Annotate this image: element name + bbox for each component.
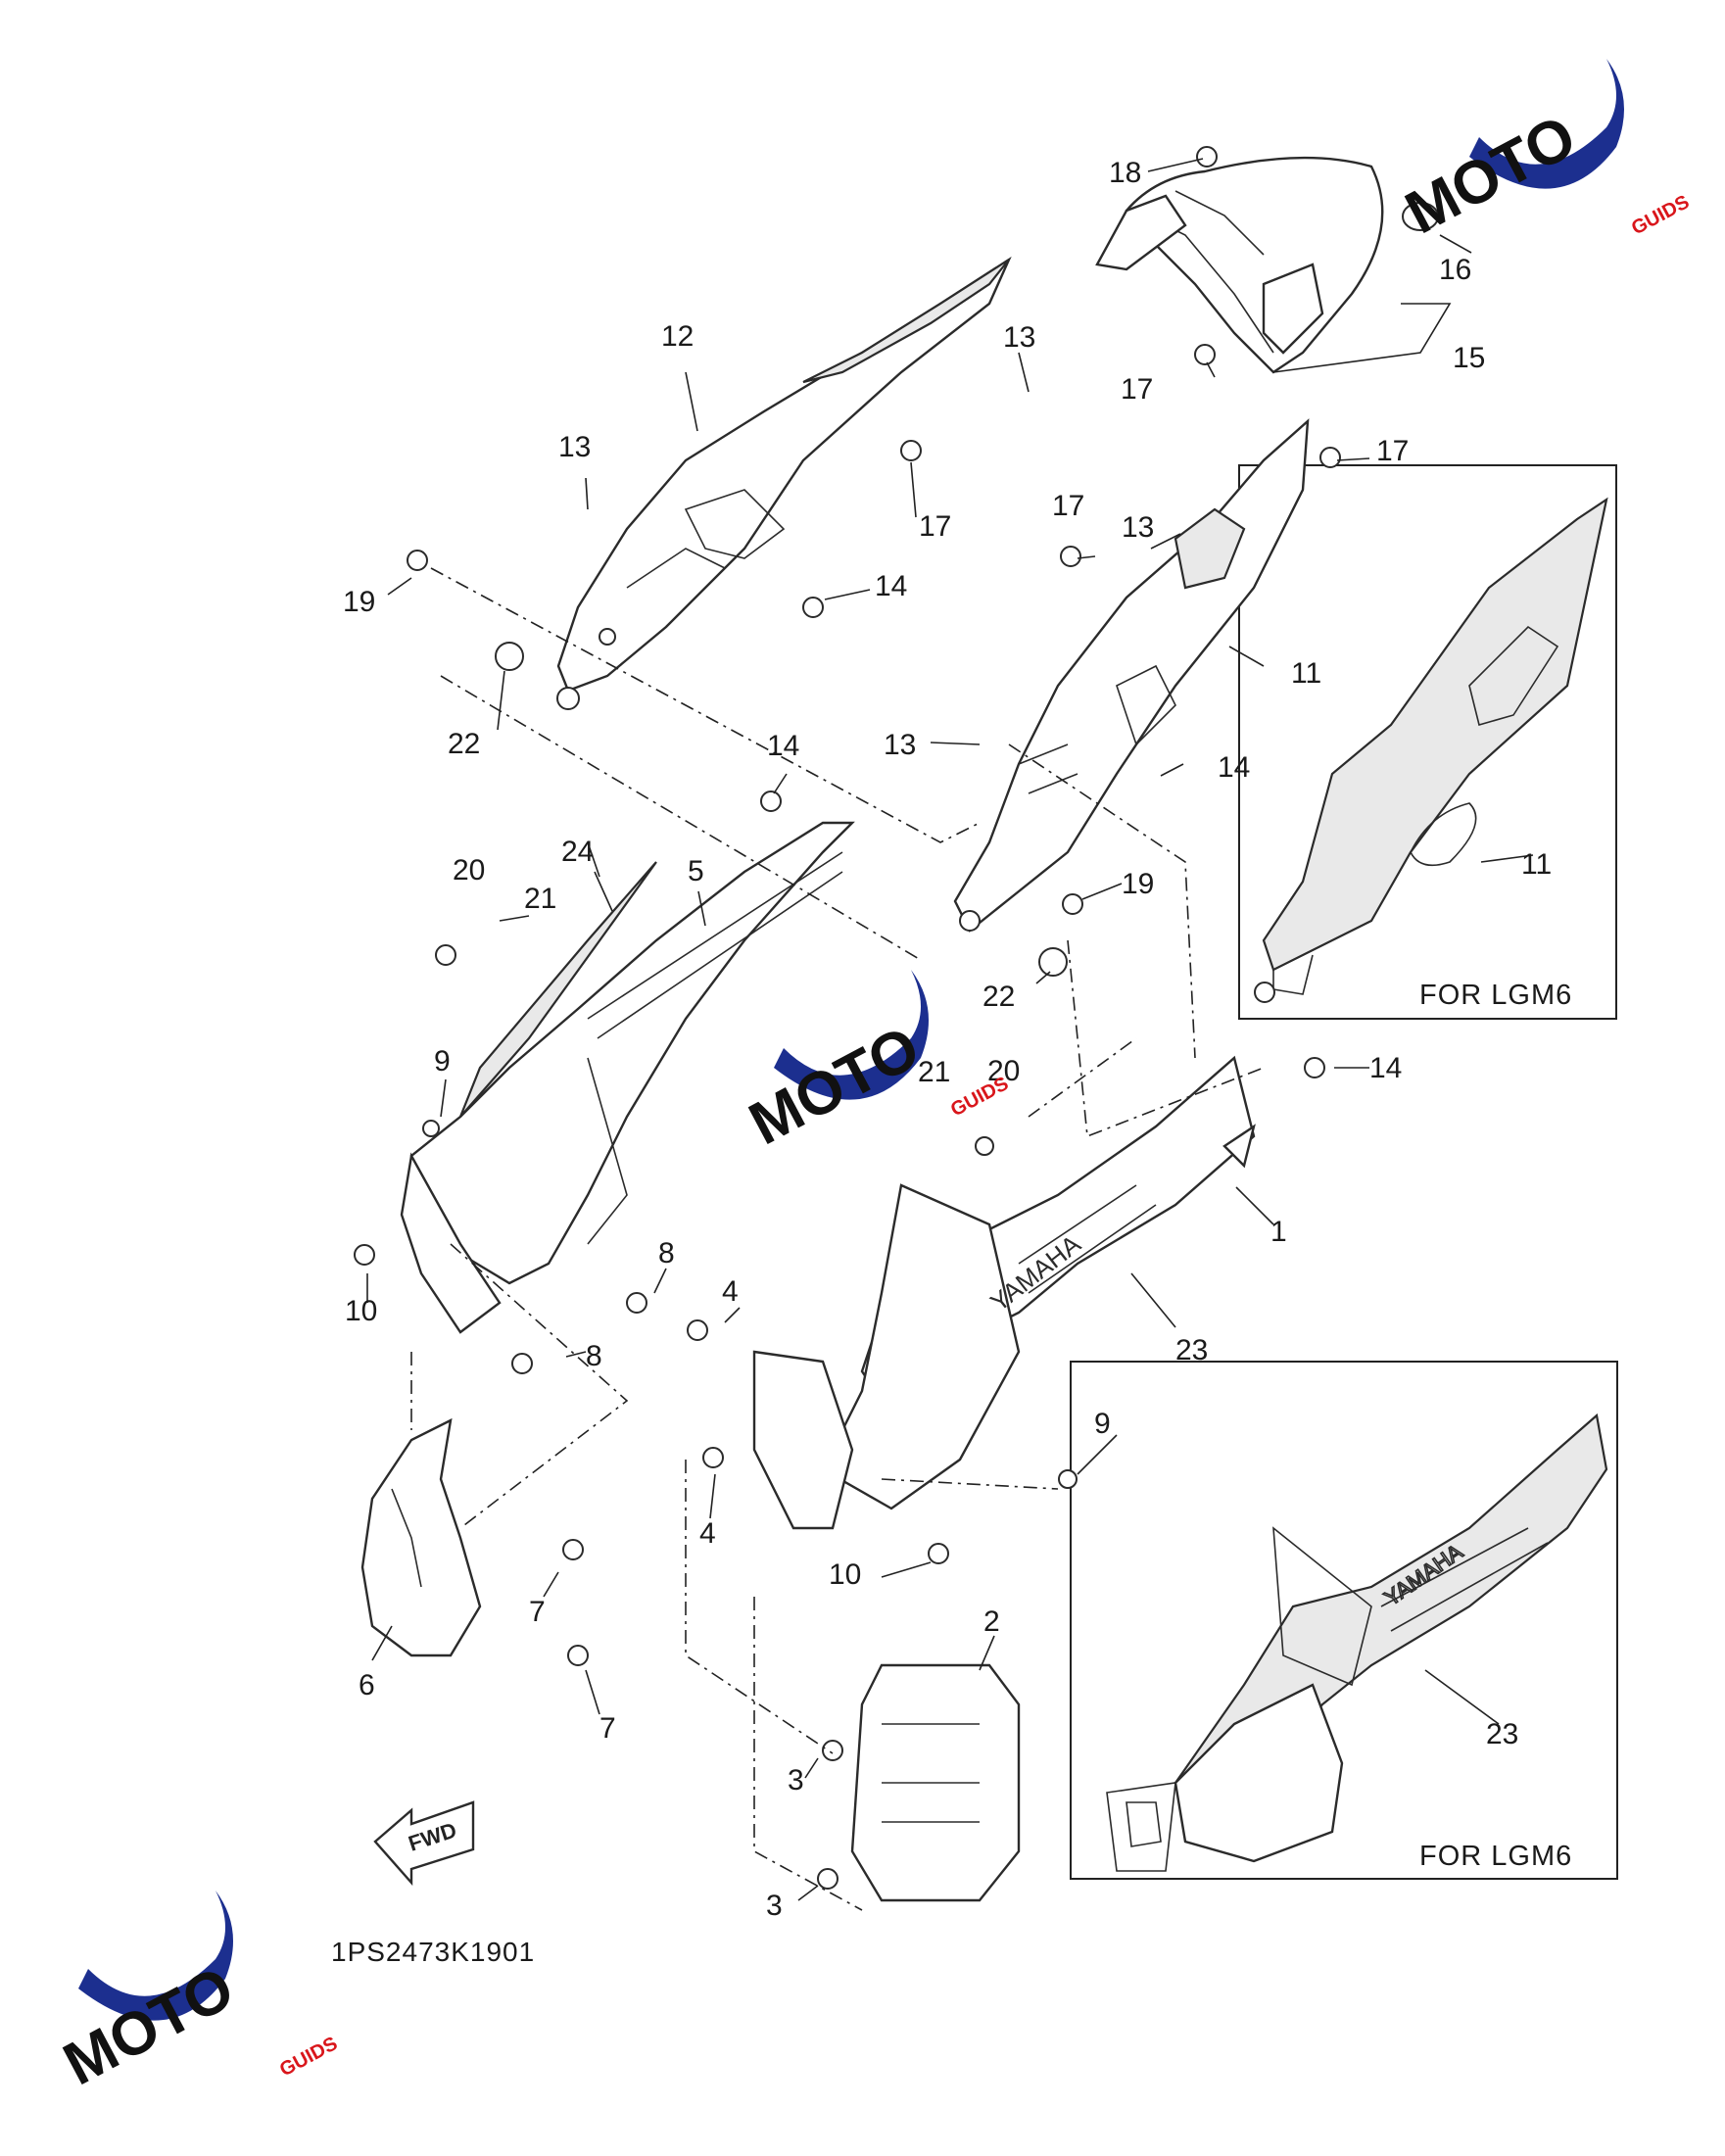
callout-13-d: 13 xyxy=(884,729,916,761)
callout-3-b: 3 xyxy=(766,1890,783,1922)
watermark-text-bottom: MOTO xyxy=(53,1954,245,2099)
callout-17-a: 17 xyxy=(1121,373,1153,406)
callout-22-b: 22 xyxy=(982,981,1015,1013)
callout-20-a: 20 xyxy=(453,854,485,886)
callout-13-a: 13 xyxy=(1122,511,1154,544)
watermark-sub-center: GUIDS xyxy=(947,1073,1012,1121)
callout-11: 11 xyxy=(1291,657,1321,690)
callout-20-b: 20 xyxy=(987,1055,1020,1087)
callout-22-a: 22 xyxy=(448,728,480,760)
callout-8-b: 8 xyxy=(586,1340,602,1372)
callout-23: 23 xyxy=(1175,1334,1208,1366)
callout-15: 15 xyxy=(1453,342,1485,374)
callout-17-d: 17 xyxy=(919,510,951,543)
callout-18: 18 xyxy=(1109,157,1141,189)
callout-6: 6 xyxy=(359,1669,375,1701)
watermark-sub-bottom: GUIDS xyxy=(276,2033,341,2081)
callout-8-a: 8 xyxy=(658,1237,675,1270)
inset-label-bottom: FOR LGM6 xyxy=(1419,1841,1572,1872)
part-11-side-panel xyxy=(953,418,1310,933)
watermark-text-center: MOTO xyxy=(739,1014,931,1159)
callout-24: 24 xyxy=(561,836,594,868)
callout-13-b: 13 xyxy=(1003,321,1035,354)
callout-4-b: 4 xyxy=(699,1517,716,1550)
part-4-mount xyxy=(752,1350,854,1530)
callout-14-c: 14 xyxy=(767,730,799,762)
part-1-side-cover: YAMAHA xyxy=(821,1055,1256,1510)
callout-17-b: 17 xyxy=(1376,435,1409,467)
watermark-logo-center: MOTO GUIDS xyxy=(739,970,1012,1158)
callout-5: 5 xyxy=(688,855,704,887)
callout-19-a: 19 xyxy=(343,586,375,618)
callout-13-c: 13 xyxy=(558,431,591,463)
part-16-grommet xyxy=(1402,202,1439,231)
callout-14-b: 14 xyxy=(1218,751,1250,784)
callout-14-a: 14 xyxy=(875,570,907,602)
callout-12: 12 xyxy=(661,320,694,353)
callouts: 18 16 15 17 17 17 13 13 17 11 12 13 14 1… xyxy=(343,157,1485,1922)
callout-9-a: 9 xyxy=(434,1045,451,1078)
callout-21-a: 21 xyxy=(524,883,556,915)
inset-lgm6-side-cover: 11 FOR LGM6 xyxy=(1238,464,1617,1020)
watermark-logo-bottom: MOTO GUIDS xyxy=(53,1891,341,2098)
fwd-arrow-icon: FWD xyxy=(373,1800,475,1887)
callout-7-b: 7 xyxy=(599,1712,616,1745)
callout-10-b: 10 xyxy=(829,1558,861,1591)
leader-lines xyxy=(366,158,1472,1901)
callout-21-b: 21 xyxy=(918,1056,950,1088)
callout-11-inset: 11 xyxy=(1521,848,1552,881)
callout-9-b: 9 xyxy=(1094,1408,1111,1440)
callout-17-c: 17 xyxy=(1052,490,1084,522)
callout-3-a: 3 xyxy=(788,1764,804,1797)
callout-19-b: 19 xyxy=(1122,868,1154,900)
part-6-lower-cover xyxy=(360,1417,482,1657)
inset-lgm6-front-cover: YAMAHA 23 FOR LGM6 xyxy=(1070,1361,1618,1880)
diagram-code: 1PS2473K1901 xyxy=(331,1937,535,1967)
callout-7-a: 7 xyxy=(529,1596,546,1628)
part-24-decal xyxy=(458,861,657,1118)
watermark-sub-top: GUIDS xyxy=(1628,191,1693,239)
callout-2: 2 xyxy=(983,1605,1000,1638)
part-15-tail-cover xyxy=(1095,156,1384,374)
callout-23-inset: 23 xyxy=(1486,1718,1518,1750)
callout-4-a: 4 xyxy=(722,1275,739,1308)
inset-label-top: FOR LGM6 xyxy=(1419,980,1572,1011)
part-12-side-panel xyxy=(556,256,1012,710)
callout-1: 1 xyxy=(1270,1216,1287,1248)
watermark-logo-top: MOTO GUIDS xyxy=(1395,59,1693,247)
watermark-text-top: MOTO xyxy=(1395,103,1587,248)
part-2-bracket xyxy=(850,1663,1021,1902)
assembly-lines xyxy=(410,567,1265,1911)
callout-14-d: 14 xyxy=(1369,1052,1402,1084)
callout-16: 16 xyxy=(1439,254,1471,286)
hardware xyxy=(354,146,1341,1890)
callout-10-a: 10 xyxy=(345,1295,377,1327)
